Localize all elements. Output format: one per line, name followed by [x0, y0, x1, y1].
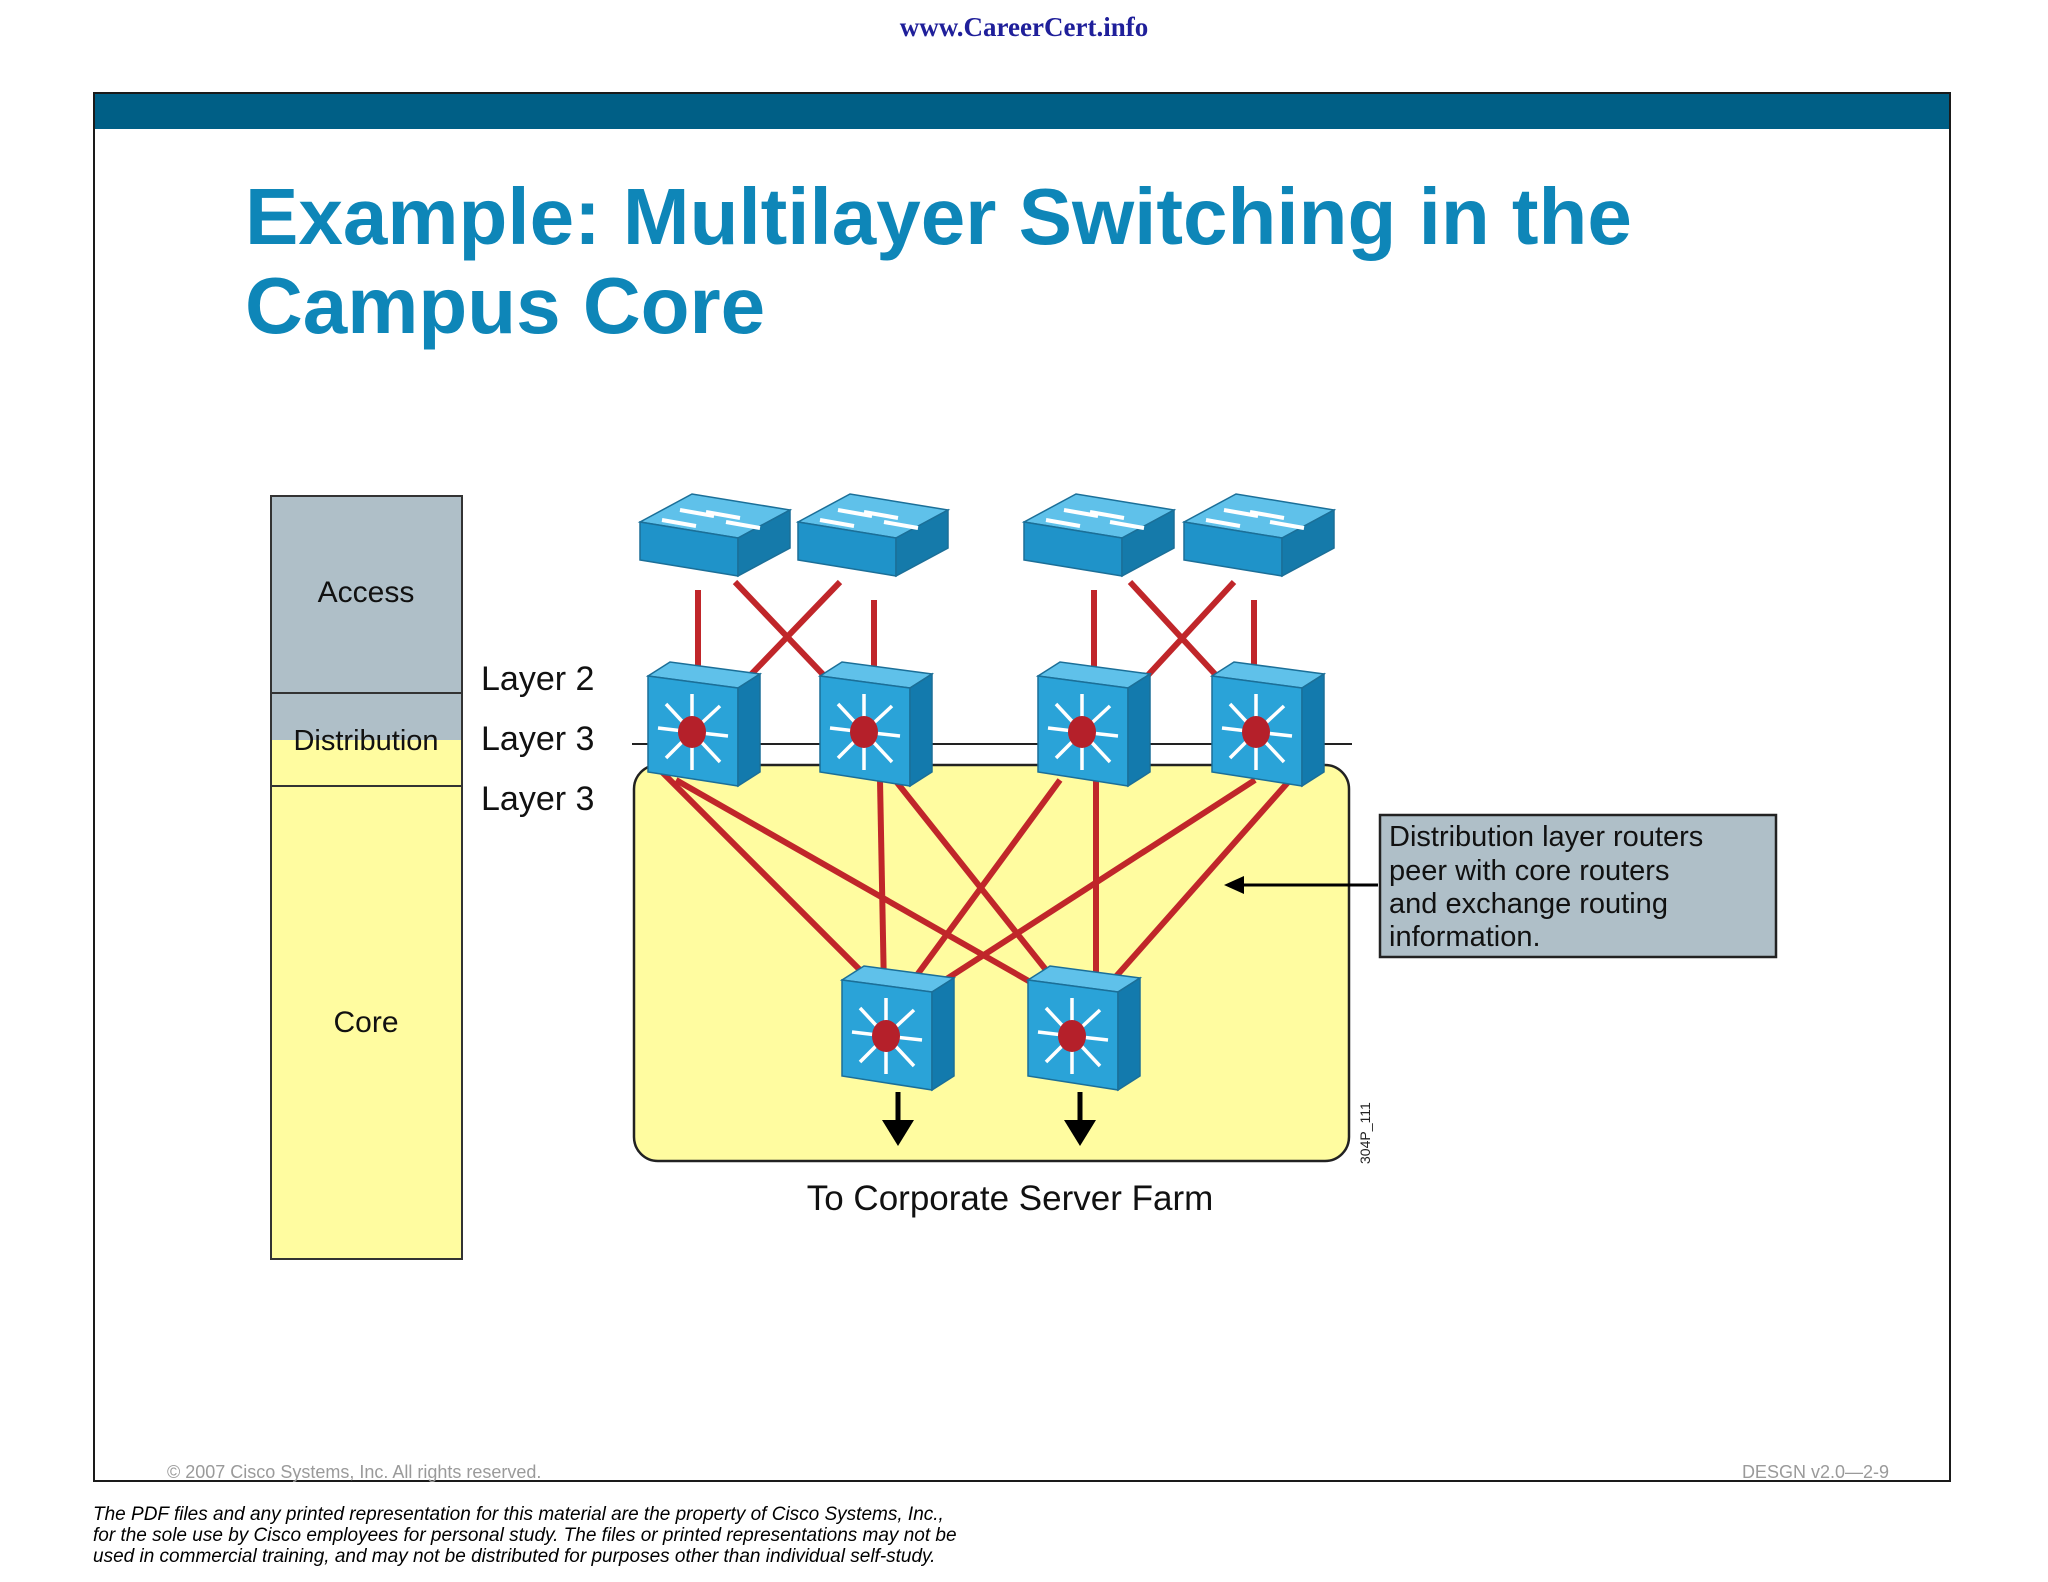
- callout-line1: Distribution layer routers: [1389, 821, 1703, 853]
- footer-line3: used in commercial training, and may not…: [93, 1546, 936, 1567]
- layer-label-layer3-upper: Layer 3: [481, 720, 594, 758]
- server-farm-arrows: [882, 1092, 1096, 1146]
- footer-line2: for the sole use by Cisco employees for …: [93, 1525, 957, 1546]
- watermark-url: www.CareerCert.info: [899, 12, 1149, 42]
- callout-arrow-head: [1224, 876, 1244, 894]
- footer-disclaimer: The PDF files and any printed representa…: [93, 1504, 1133, 1567]
- server-farm-label: To Corporate Server Farm: [807, 1179, 1214, 1218]
- course-code: DESGN v2.0—2-9: [1741, 1462, 1889, 1482]
- slide-top-bar: [95, 94, 1949, 129]
- layer-bar-access-label: Access: [318, 576, 415, 609]
- access-switch-3: [1022, 492, 1176, 578]
- callout-line2: peer with core routers: [1389, 855, 1669, 887]
- copyright-notice: © 2007 Cisco Systems, Inc. All rights re…: [167, 1462, 542, 1482]
- layer-bar-core: [271, 740, 462, 1259]
- distribution-switch-2: [818, 660, 934, 788]
- distribution-switch-4: [1210, 660, 1326, 788]
- access-switch-2: [796, 492, 950, 578]
- distribution-switch-1: [646, 660, 762, 788]
- core-switch-1: [840, 964, 956, 1092]
- callout-line4: information.: [1389, 921, 1541, 953]
- figure-id: 304P_111: [1357, 1102, 1373, 1164]
- layer-bar-core-label: Core: [333, 1006, 398, 1039]
- callout-text: Distribution layer routers peer with cor…: [1389, 821, 1711, 953]
- access-distribution-links: [695, 579, 1257, 690]
- slide-title: Example: Multilayer Switching in the Cam…: [245, 172, 1745, 350]
- slide-title-line1: Example: Multilayer Switching in the: [245, 172, 1632, 261]
- distribution-switch-3: [1036, 660, 1152, 788]
- layer-bar-distribution-label: Distribution: [293, 725, 438, 757]
- layer-label-layer3-lower: Layer 3: [481, 780, 594, 818]
- access-switch-4: [1182, 492, 1336, 578]
- core-switch-2: [1026, 964, 1142, 1092]
- access-switch-1: [638, 492, 792, 578]
- distribution-core-links: [657, 767, 1293, 1003]
- footer-line1: The PDF files and any printed representa…: [93, 1504, 944, 1525]
- callout-box: [1378, 813, 1778, 959]
- slide-title-line2: Campus Core: [245, 261, 766, 350]
- callout-line3: and exchange routing: [1389, 888, 1668, 920]
- layer-bar-border: [270, 495, 463, 1260]
- layer-bar-distribution-upper: [271, 693, 462, 740]
- layer-label-layer2: Layer 2: [481, 660, 594, 698]
